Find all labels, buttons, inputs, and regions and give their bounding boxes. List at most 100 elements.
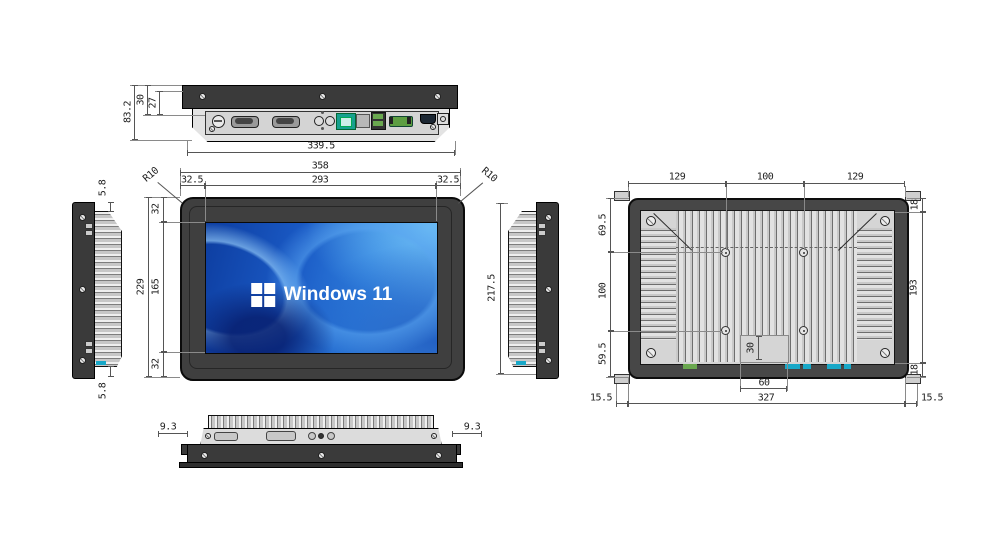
dim-line <box>608 252 614 331</box>
mount-ear <box>614 374 630 384</box>
ext-line <box>130 140 192 141</box>
ext-line <box>726 186 727 250</box>
serial-port-2-pins <box>276 118 294 124</box>
dim-rear-right-middle: 193 <box>908 279 920 297</box>
ext-line <box>907 377 926 378</box>
mount-clip <box>85 230 93 236</box>
terminal-block-end <box>407 117 411 124</box>
usb-port-tongue <box>373 114 383 119</box>
dim-line <box>180 170 461 176</box>
ext-line <box>205 181 206 221</box>
vesa-hole <box>721 326 730 335</box>
dim-line <box>132 85 138 140</box>
ext-line <box>606 377 629 378</box>
dim-rear-left-top: 69.5 <box>597 213 609 237</box>
screw <box>431 433 437 439</box>
rear-connector-cyan <box>844 364 851 369</box>
dim-rear-bottom-center: 327 <box>757 392 775 404</box>
ext-line <box>159 222 205 223</box>
ext-line <box>917 384 918 406</box>
dim-line <box>628 181 726 187</box>
dim-line <box>161 197 167 222</box>
dim-line <box>161 222 167 352</box>
dim-top-panel-depth: 27 <box>147 97 159 109</box>
ext-line <box>612 331 723 332</box>
dim-line <box>157 91 163 115</box>
dim-line <box>145 85 151 115</box>
vesa-hole <box>799 248 808 257</box>
serial-port-1-pins <box>235 118 253 124</box>
dim-front-left-margin: 32.5 <box>180 174 204 186</box>
terminal-block-end <box>389 117 393 124</box>
cable-cutout <box>740 335 789 363</box>
dim-line <box>804 181 905 187</box>
radius-leader <box>157 182 183 204</box>
dim-line <box>726 181 804 187</box>
screw <box>209 126 215 132</box>
dim-front-top-margin: 32 <box>150 203 162 215</box>
screw <box>435 452 442 459</box>
dim-line <box>161 352 167 377</box>
ext-line <box>159 352 205 353</box>
corner-screw <box>646 348 656 358</box>
dim-front-overall-height: 229 <box>135 278 147 296</box>
ext-line <box>895 363 926 364</box>
dim-rear-left-middle: 100 <box>597 282 609 300</box>
dim-line <box>158 431 188 437</box>
fin-break-line <box>676 247 857 248</box>
screw <box>545 286 552 293</box>
dim-rear-bottom-left: 15.5 <box>589 392 613 404</box>
right-view-heatsink-fins <box>508 211 537 367</box>
blank-port <box>356 114 370 128</box>
mount-clip <box>85 348 93 354</box>
screw <box>199 93 206 100</box>
dim-left-top-overhang: 5.8 <box>97 179 109 197</box>
ext-line <box>905 378 906 406</box>
audio-jack-1 <box>314 116 324 126</box>
top-view-bezel-edge <box>182 85 458 109</box>
rear-connector-cyan <box>827 364 841 369</box>
ext-line <box>612 252 723 253</box>
dim-line <box>616 401 628 407</box>
dim-rear-bottom-right: 15.5 <box>920 392 944 404</box>
button-hole <box>308 432 316 440</box>
mount-clip <box>538 230 546 236</box>
screw <box>79 357 86 364</box>
windows-logo-icon <box>250 282 275 307</box>
dim-line <box>740 386 787 392</box>
dim-line <box>436 183 461 189</box>
ext-line <box>628 186 629 197</box>
dim-front-right-margin: 32.5 <box>436 174 460 186</box>
screw <box>321 127 324 130</box>
dim-line <box>756 336 762 360</box>
ext-line <box>496 374 536 375</box>
ext-line <box>144 377 180 378</box>
dim-line <box>108 366 114 377</box>
screw <box>205 433 211 439</box>
ext-line <box>628 378 629 406</box>
connector-cutout-2 <box>266 431 296 441</box>
dim-bottom-right-overhang: 9.3 <box>463 421 481 433</box>
rear-connector-cyan <box>785 364 800 369</box>
lan-port-inner <box>340 117 352 127</box>
dim-bottom-left-overhang: 9.3 <box>159 421 177 433</box>
rear-connector-cyan <box>803 364 811 369</box>
dim-line <box>498 203 504 374</box>
dim-line <box>920 363 926 377</box>
front-bezel-inner-line <box>189 206 452 369</box>
dim-front-screen-width: 293 <box>311 174 329 186</box>
ext-line <box>804 186 805 250</box>
rear-left-fins <box>641 228 676 340</box>
dim-line <box>608 198 614 252</box>
dim-rear-cutout-width: 60 <box>758 377 770 389</box>
ext-line <box>460 168 461 196</box>
dim-rear-top-left: 129 <box>668 171 686 183</box>
side-connector <box>516 361 526 365</box>
hdmi-port <box>420 114 436 124</box>
screw <box>318 452 325 459</box>
dim-left-bottom-overhang: 5.8 <box>97 382 109 400</box>
dim-line <box>187 150 455 156</box>
ext-line <box>180 168 181 196</box>
dim-rear-top-right: 129 <box>846 171 864 183</box>
